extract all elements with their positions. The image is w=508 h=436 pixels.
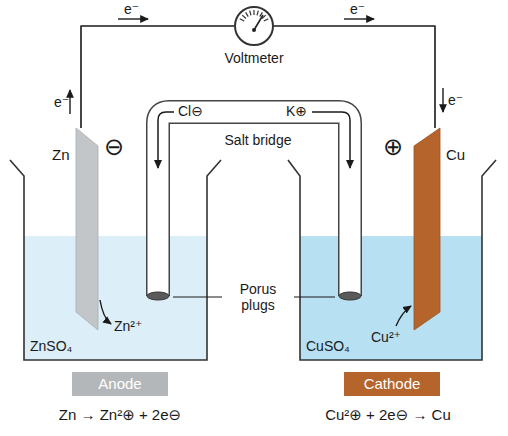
porous-plug — [147, 292, 169, 300]
porous-plug — [339, 292, 361, 300]
chloride-flow-arrow — [158, 112, 174, 168]
potassium-flow-arrow — [312, 112, 350, 168]
ion-label: Zn²⁺ — [114, 318, 142, 334]
ion-label: Cu²⁺ — [371, 329, 401, 345]
electron-label: e⁻ — [54, 94, 69, 110]
solution-label: ZnSO₄ — [30, 338, 72, 354]
half-reaction: Zn → Zn²⊕ + 2e⊖ — [59, 406, 181, 423]
electrode-name: Cu — [446, 146, 465, 163]
electrode-role: Cathode — [364, 375, 421, 392]
znso4-solution — [24, 236, 207, 360]
connecting-wire — [274, 26, 435, 128]
electrode-name: Zn — [52, 146, 70, 163]
zinc-electrode: Zn — [76, 128, 98, 330]
solution-label: CuSO₄ — [306, 338, 350, 354]
positive-terminal: ⊕ — [383, 133, 403, 161]
salt-bridge-interior — [158, 112, 350, 297]
electron-flow-arrow — [118, 18, 148, 19]
half-reaction: Cu²⊕ + 2e⊖ → Cu — [325, 406, 451, 423]
negative-terminal: ⊖ — [104, 133, 124, 161]
electron-label: e⁻ — [448, 92, 463, 108]
electron-label: e⁻ — [124, 1, 139, 17]
ion-label: K⊕ — [286, 103, 307, 119]
electron-flow-arrow — [442, 88, 443, 112]
electron-flow-arrow — [344, 18, 374, 19]
leader-line — [173, 296, 222, 297]
zinc-electrode-shape — [76, 128, 98, 330]
copper-electrode: Cu — [414, 128, 440, 330]
copper-ion-arrow — [396, 306, 411, 326]
copper-electrode-shape — [414, 128, 440, 330]
leader-line — [294, 296, 335, 297]
part-name: Salt bridge — [225, 132, 292, 148]
instrument-name: Voltmeter — [224, 50, 283, 66]
connecting-wire — [81, 26, 234, 128]
voltmeter: Voltmeter — [234, 6, 274, 46]
part-name: Porus plugs — [228, 281, 288, 313]
salt-bridge-tube — [158, 112, 350, 296]
cathode-tag: Cathode — [344, 372, 440, 396]
electrode-role: Anode — [98, 375, 141, 392]
zinc-ion-arrow — [100, 300, 111, 324]
voltmeter-shape — [234, 6, 274, 46]
ion-label: Cl⊖ — [178, 103, 203, 119]
electron-label: e⁻ — [350, 1, 365, 17]
electron-flow-arrow — [69, 90, 70, 114]
cuso4-solution — [300, 236, 482, 360]
cathode-beaker — [288, 160, 496, 360]
anode-beaker — [10, 160, 221, 360]
anode-tag: Anode — [72, 372, 168, 396]
